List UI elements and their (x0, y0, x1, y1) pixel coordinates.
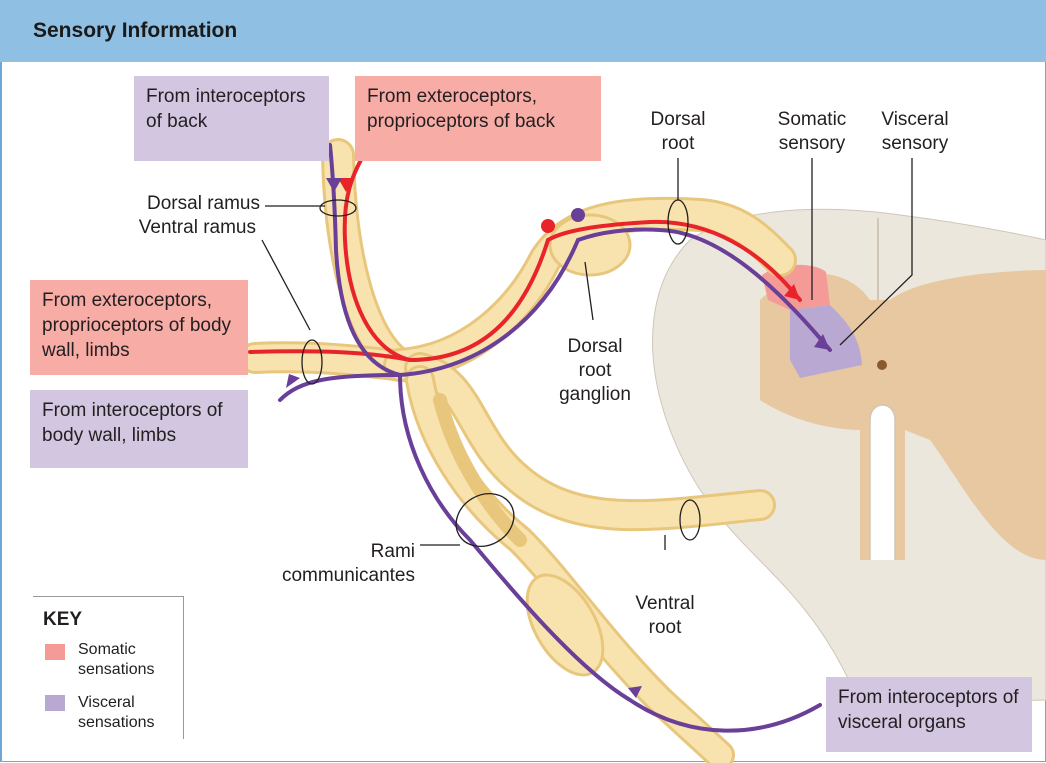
visceral-swatch (45, 695, 65, 711)
central-canal (877, 360, 887, 370)
ventral-root-label: Ventral root (625, 592, 705, 640)
interoceptors-back-box: From interoceptors of back (134, 76, 329, 161)
ventral-ramus-label: Ventral ramus (120, 216, 256, 240)
dorsal-root-ganglion-label: Dorsal root ganglion (550, 335, 640, 407)
legend: KEY Somatic sensations Visceral sensatio… (33, 596, 184, 739)
somatic-swatch (45, 644, 65, 660)
exteroceptors-body-box: From exteroceptors, proprioceptors of bo… (30, 280, 248, 375)
somatic-legend-label: Somatic sensations (78, 640, 183, 680)
visceral-legend-label: Visceral sensations (78, 693, 183, 733)
figure-left-border (0, 62, 2, 762)
dorsal-ramus-label: Dorsal ramus (120, 192, 260, 216)
visceral-sensory-label: Visceral sensory (870, 108, 960, 156)
legend-title: KEY (43, 609, 82, 631)
anterior-median-fissure (870, 405, 895, 560)
spinal-cord (653, 209, 1046, 705)
visceral-cell-body (571, 208, 585, 222)
interoceptors-body-box: From interoceptors of body wall, limbs (30, 390, 248, 468)
dorsal-root-label: Dorsal root (643, 108, 713, 156)
somatic-cell-body (541, 219, 555, 233)
interoceptors-visceral-box: From interoceptors of visceral organs (826, 677, 1032, 752)
somatic-sensory-label: Somatic sensory (767, 108, 857, 156)
rami-communicantes-label: Rami communicantes (265, 540, 415, 588)
exteroceptors-back-box: From exteroceptors, proprioceptors of ba… (355, 76, 601, 161)
